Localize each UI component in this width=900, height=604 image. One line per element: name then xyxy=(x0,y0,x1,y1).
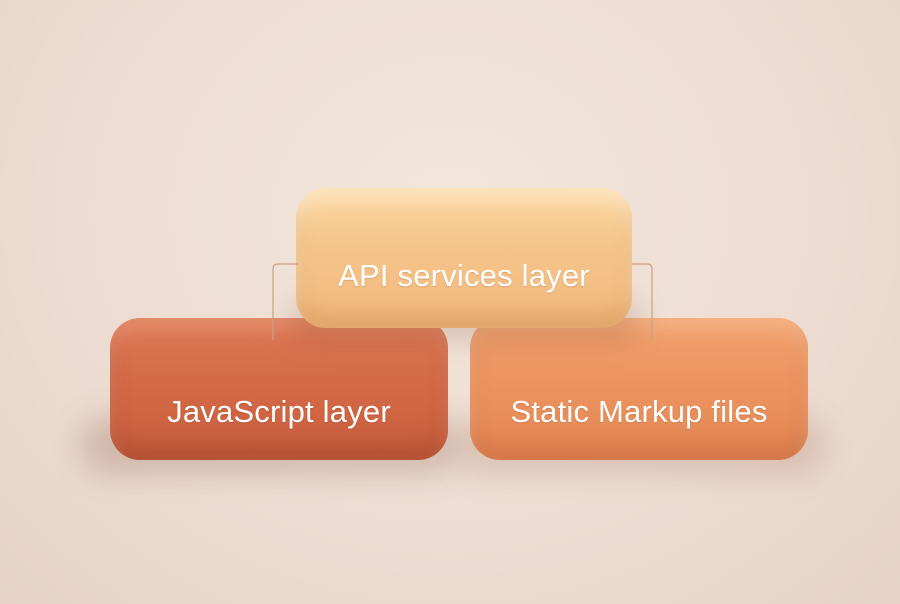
javascript-layer-label: JavaScript layer xyxy=(167,394,391,429)
api-services-block: API services layer xyxy=(296,188,632,328)
static-markup-label: Static Markup files xyxy=(510,394,768,429)
left-connector-line xyxy=(272,263,298,340)
javascript-layer-block: JavaScript layer xyxy=(110,318,448,460)
static-markup-block: Static Markup files xyxy=(470,318,808,460)
right-connector-line xyxy=(632,263,653,340)
api-services-label: API services layer xyxy=(338,258,590,293)
